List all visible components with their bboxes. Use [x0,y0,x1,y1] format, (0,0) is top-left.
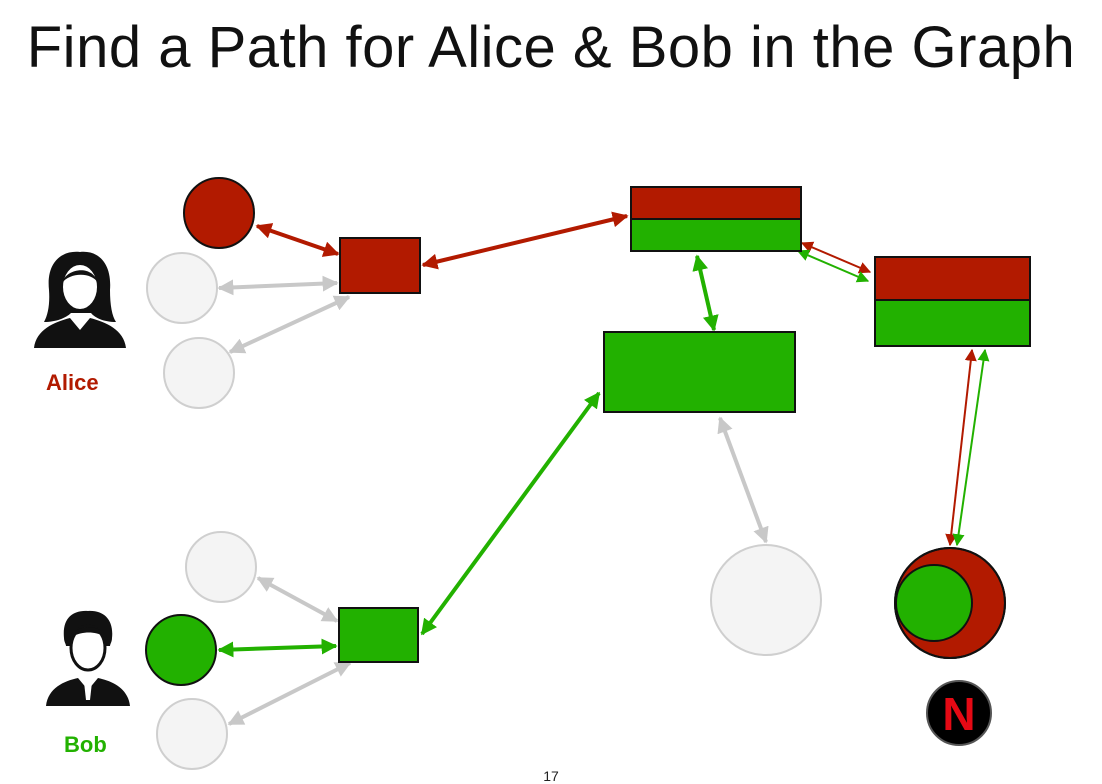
inactive-node-alice-2 [163,337,235,409]
alice-red-box [339,237,421,294]
edge-gray-bob-2 [227,661,352,726]
middle-green-box [603,331,796,413]
inactive-node-bob-1 [185,531,257,603]
bob-label: Bob [64,732,107,757]
inactive-node-alice-1 [146,252,218,324]
inactive-node-large [710,544,822,656]
inactive-node-bob-2 [156,698,228,770]
edge-bob-box-to-middle-box [420,391,601,636]
bob-green-node [145,614,217,686]
edge-bob-node-to-bob-box [217,638,338,658]
alice-red-node [183,177,255,249]
edge-top-box-to-right-box-green [796,249,870,283]
alice-avatar-icon [34,251,126,348]
edge-gray-bob-1 [256,576,339,623]
netflix-logo-icon: N [926,680,992,746]
edge-alice-box-to-top-box [421,211,629,270]
right-split-box [874,256,1031,347]
bob-green-box [338,607,419,663]
page-number: 17 [543,768,559,784]
edge-right-box-to-netflix-green [952,348,990,547]
slide-title: Find a Path for Alice & Bob in the Graph [26,15,1076,80]
edge-gray-alice-2 [228,295,351,354]
netflix-shared-node [894,547,1006,659]
edge-alice-node-to-alice-box [255,223,340,257]
top-split-box [630,186,802,252]
netflix-logo-letter: N [942,688,975,740]
edge-middle-box-to-top-box [692,254,719,332]
bob-avatar-icon [46,610,130,706]
alice-label: Alice [46,370,99,395]
edge-gray-middle-to-circle [717,416,769,544]
edge-gray-alice-1 [217,275,339,296]
